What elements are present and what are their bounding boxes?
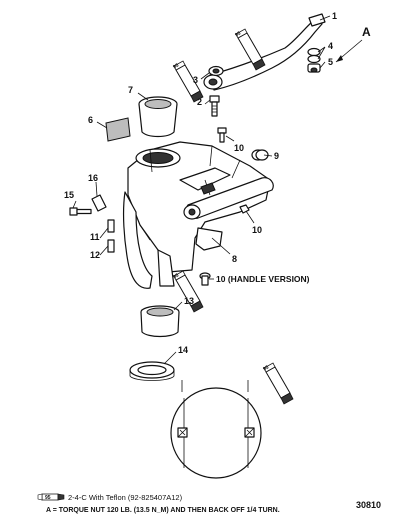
steering-arm xyxy=(203,13,326,91)
callout-7: 7 xyxy=(128,85,133,95)
svg-text:95: 95 xyxy=(172,272,180,280)
callout-4: 4 xyxy=(328,41,333,51)
lube-tube-steering-arm: 95 xyxy=(234,28,266,71)
callout-10-upper: 10 xyxy=(234,143,244,153)
bolt-15 xyxy=(69,207,92,216)
svg-text:95: 95 xyxy=(45,495,51,501)
svg-text:95: 95 xyxy=(172,62,180,70)
callout-6: 6 xyxy=(88,115,93,125)
callout-11: 11 xyxy=(90,232,100,242)
lube-tube-detail: 95 xyxy=(262,362,294,405)
shim-11 xyxy=(107,219,115,233)
lube-tube-bushing-7: 95 xyxy=(172,60,204,103)
seal-14 xyxy=(129,361,175,381)
lubricant-legend: 95 2-4-C With Teflon (92-825407A12) xyxy=(37,493,183,502)
callout-10-handle-version: 10 (HANDLE VERSION) xyxy=(216,274,310,284)
svg-text:95: 95 xyxy=(234,30,242,38)
washer-3 xyxy=(208,65,224,77)
callout-3: 3 xyxy=(193,75,198,85)
pin-16 xyxy=(91,194,107,212)
callout-9: 9 xyxy=(274,151,279,161)
shim-12 xyxy=(107,239,115,253)
leader-lines xyxy=(72,15,363,365)
grease-fitting-10-upper xyxy=(217,127,227,143)
bolt-2 xyxy=(209,95,220,117)
callout-13: 13 xyxy=(184,296,194,306)
bushing-13 xyxy=(140,305,180,338)
torque-reference-a: A xyxy=(362,25,371,39)
cap-9 xyxy=(251,149,269,161)
callout-2: 2 xyxy=(197,97,202,107)
callout-labels: 1 2 3 4 5 6 7 8 9 10 10 10 (HANDLE VERSI… xyxy=(64,11,371,355)
pad-6 xyxy=(105,117,131,142)
callout-1: 1 xyxy=(332,11,337,21)
lube-tube-bushing-13: 95 xyxy=(172,270,204,313)
svg-text:95: 95 xyxy=(262,364,270,372)
callout-10-right: 10 xyxy=(252,225,262,235)
callout-14: 14 xyxy=(178,345,188,355)
legend-tube-icon: 95 xyxy=(37,493,65,501)
callout-15: 15 xyxy=(64,190,74,200)
callout-5: 5 xyxy=(328,57,333,67)
legend-text: 2-4-C With Teflon (92-825407A12) xyxy=(68,493,183,502)
callout-8: 8 xyxy=(232,254,237,264)
torque-note: A = TORQUE NUT 120 LB. (13.5 N_M) AND TH… xyxy=(46,507,280,514)
steering-housing xyxy=(122,141,274,289)
bushing-7 xyxy=(138,96,178,138)
figure-number: 30810 xyxy=(356,500,381,510)
nut-10-right xyxy=(239,204,250,214)
grease-fitting-10-handle xyxy=(199,272,211,286)
seal-detail-view xyxy=(170,380,262,479)
callout-12: 12 xyxy=(90,250,100,260)
callout-16: 16 xyxy=(88,173,98,183)
